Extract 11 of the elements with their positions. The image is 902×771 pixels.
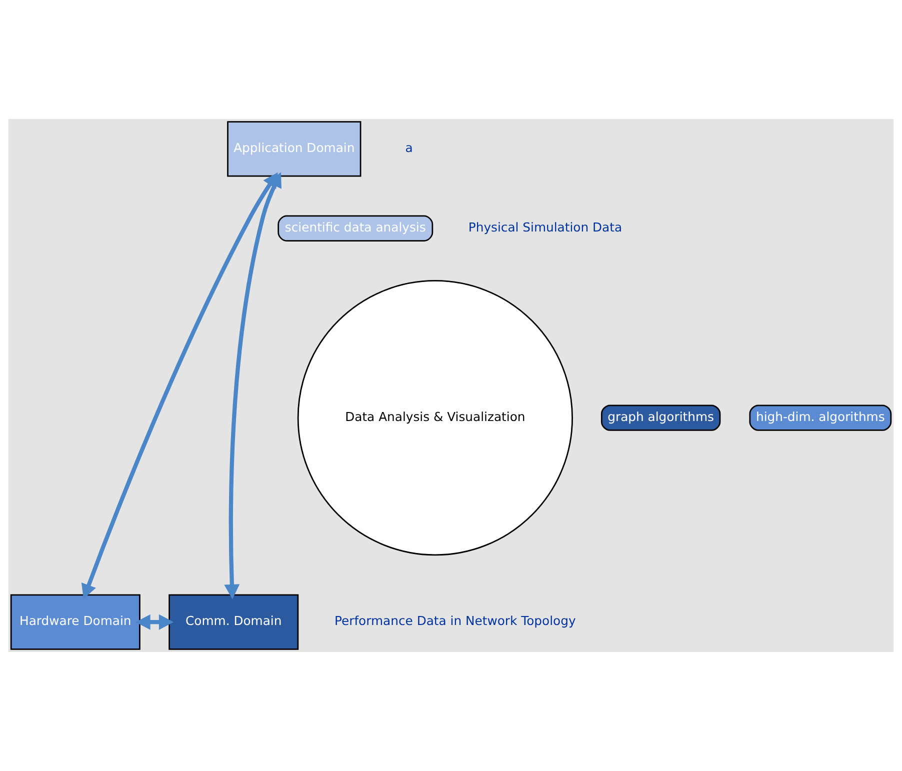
arrow — [136, 614, 174, 630]
node-box: scientific data analysis — [278, 215, 434, 242]
label: Performance Data in Network Topology — [334, 614, 576, 628]
node-box: graph algorithms — [600, 404, 721, 431]
node-box: high-dim. algorithms — [749, 404, 892, 431]
node-box: Hardware Domain — [10, 594, 140, 650]
node-circle: Data Analysis & Visualization — [297, 280, 573, 556]
label: a — [405, 140, 413, 155]
label: Physical Simulation Data — [468, 220, 622, 234]
node-box: Application Domain — [227, 121, 362, 177]
node-box: Comm. Domain — [168, 594, 299, 650]
